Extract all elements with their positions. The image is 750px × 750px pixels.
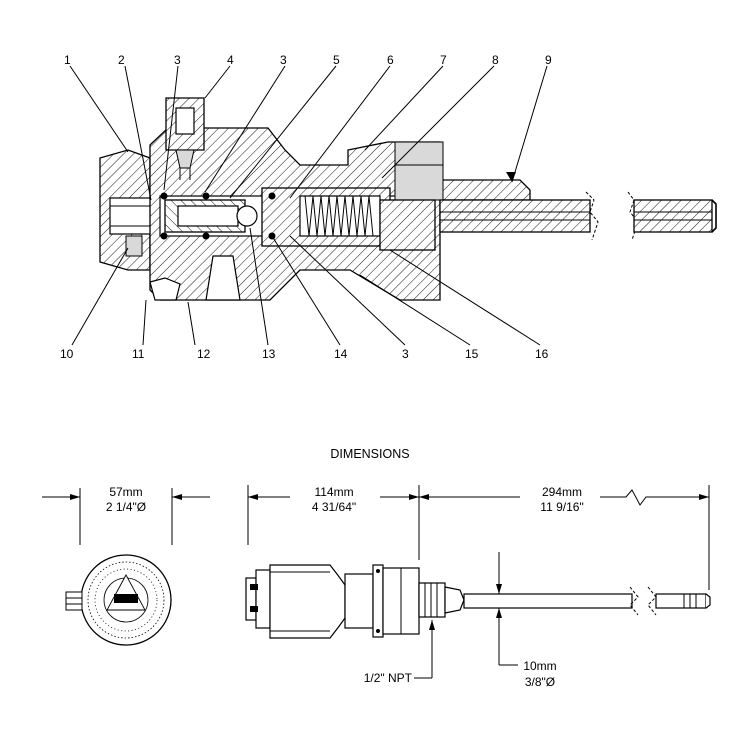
bulb-dimension: 10mm 3/8"Ø bbox=[496, 552, 557, 689]
dim-text: 11 9/16" bbox=[540, 500, 583, 514]
dim-text: 2 1/4"Ø bbox=[106, 500, 146, 514]
callout-label: 12 bbox=[197, 347, 211, 361]
o-ring bbox=[160, 232, 168, 240]
fitting-port bbox=[175, 107, 195, 135]
spring bbox=[304, 195, 374, 237]
callout-label: 10 bbox=[60, 347, 74, 361]
callout-leaders-bottom bbox=[71, 227, 541, 346]
dim-text: 57mm bbox=[109, 485, 142, 499]
callout-label: 3 bbox=[402, 347, 409, 361]
callout-label: 14 bbox=[334, 347, 348, 361]
callout-label: 15 bbox=[465, 347, 479, 361]
callout-label: 13 bbox=[262, 347, 276, 361]
thread-callout: 1/2" NPT bbox=[364, 620, 435, 685]
section-title: DIMENSIONS bbox=[330, 447, 409, 461]
callout-label: 3 bbox=[280, 53, 287, 67]
dim-text: 10mm bbox=[523, 659, 556, 673]
callout-label: 4 bbox=[227, 53, 234, 67]
body-dimension: 114mm 4 31/64" bbox=[247, 485, 420, 560]
callout-leaders-top bbox=[69, 65, 548, 201]
o-ring bbox=[202, 232, 210, 240]
diameter-dimension: 57mm 2 1/4"Ø bbox=[42, 485, 210, 545]
callout-label: 3 bbox=[174, 53, 181, 67]
dim-text: 1/2" NPT bbox=[364, 671, 413, 685]
callout-label: 2 bbox=[118, 53, 125, 67]
dial-face bbox=[65, 554, 172, 646]
section-view bbox=[99, 97, 717, 301]
o-ring bbox=[202, 192, 210, 200]
callout-label: 7 bbox=[440, 53, 447, 67]
connector bbox=[379, 199, 436, 251]
callout-label: 5 bbox=[333, 53, 340, 67]
dim-text: 294mm bbox=[542, 485, 582, 499]
callout-label: 11 bbox=[132, 347, 145, 361]
callout-label: 1 bbox=[64, 53, 71, 67]
probe-tube bbox=[439, 199, 591, 233]
knob-screw bbox=[125, 235, 143, 257]
dim-text: 114mm bbox=[314, 485, 353, 499]
probe-dimension: 294mm 11 9/16" bbox=[419, 485, 710, 590]
dim-text: 4 31/64" bbox=[312, 500, 356, 514]
o-ring bbox=[268, 192, 276, 200]
dim-text: 3/8"Ø bbox=[525, 675, 555, 689]
callout-label: 6 bbox=[387, 53, 394, 67]
callout-label: 16 bbox=[535, 347, 549, 361]
callout-label: 9 bbox=[545, 53, 552, 67]
callout-label: 8 bbox=[492, 53, 499, 67]
o-ring bbox=[160, 192, 168, 200]
check-ball bbox=[236, 205, 258, 227]
side-elevation bbox=[245, 564, 711, 639]
union-nut bbox=[394, 141, 444, 201]
probe-tip bbox=[633, 199, 713, 233]
